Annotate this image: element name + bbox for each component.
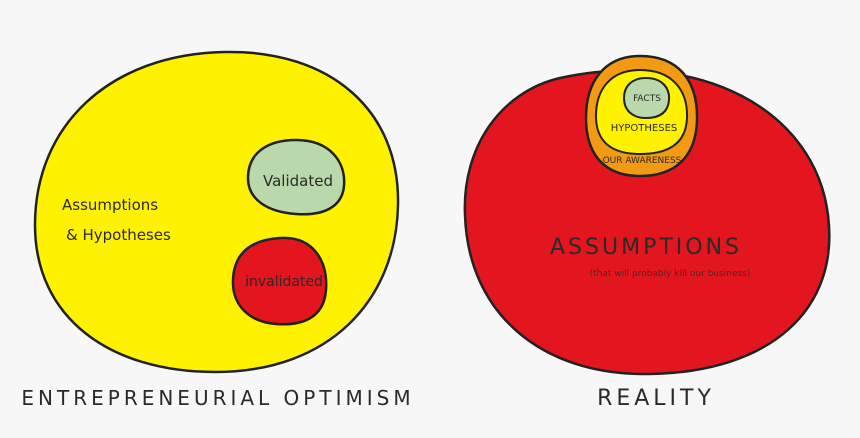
reality-assumptions-label: ASSUMPTIONS bbox=[550, 235, 742, 260]
reality-assumptions-sub: (that will probably kill our business) bbox=[590, 269, 751, 279]
assumptions-line2: & Hypotheses bbox=[66, 226, 171, 244]
validated-circle bbox=[246, 138, 346, 216]
optimism-caption: ENTREPRENEURIAL OPTIMISM bbox=[21, 386, 414, 410]
reality-diagram: FACTS HYPOTHESES OUR AWARENESS ASSUMPTIO… bbox=[463, 54, 831, 411]
reality-assumptions-circle bbox=[463, 69, 831, 376]
awareness-label: OUR AWARENESS bbox=[603, 156, 682, 166]
optimism-diagram: Assumptions & Hypotheses Validated inval… bbox=[21, 50, 414, 410]
reality-caption: REALITY bbox=[597, 386, 715, 411]
invalidated-circle bbox=[231, 236, 328, 326]
assumptions-line1: Assumptions bbox=[62, 196, 158, 214]
validated-label: Validated bbox=[263, 172, 333, 190]
facts-circle bbox=[622, 76, 671, 120]
facts-label: FACTS bbox=[633, 94, 661, 104]
invalidated-label: invalidated bbox=[245, 274, 323, 290]
hypotheses-label: HYPOTHESES bbox=[611, 123, 678, 134]
